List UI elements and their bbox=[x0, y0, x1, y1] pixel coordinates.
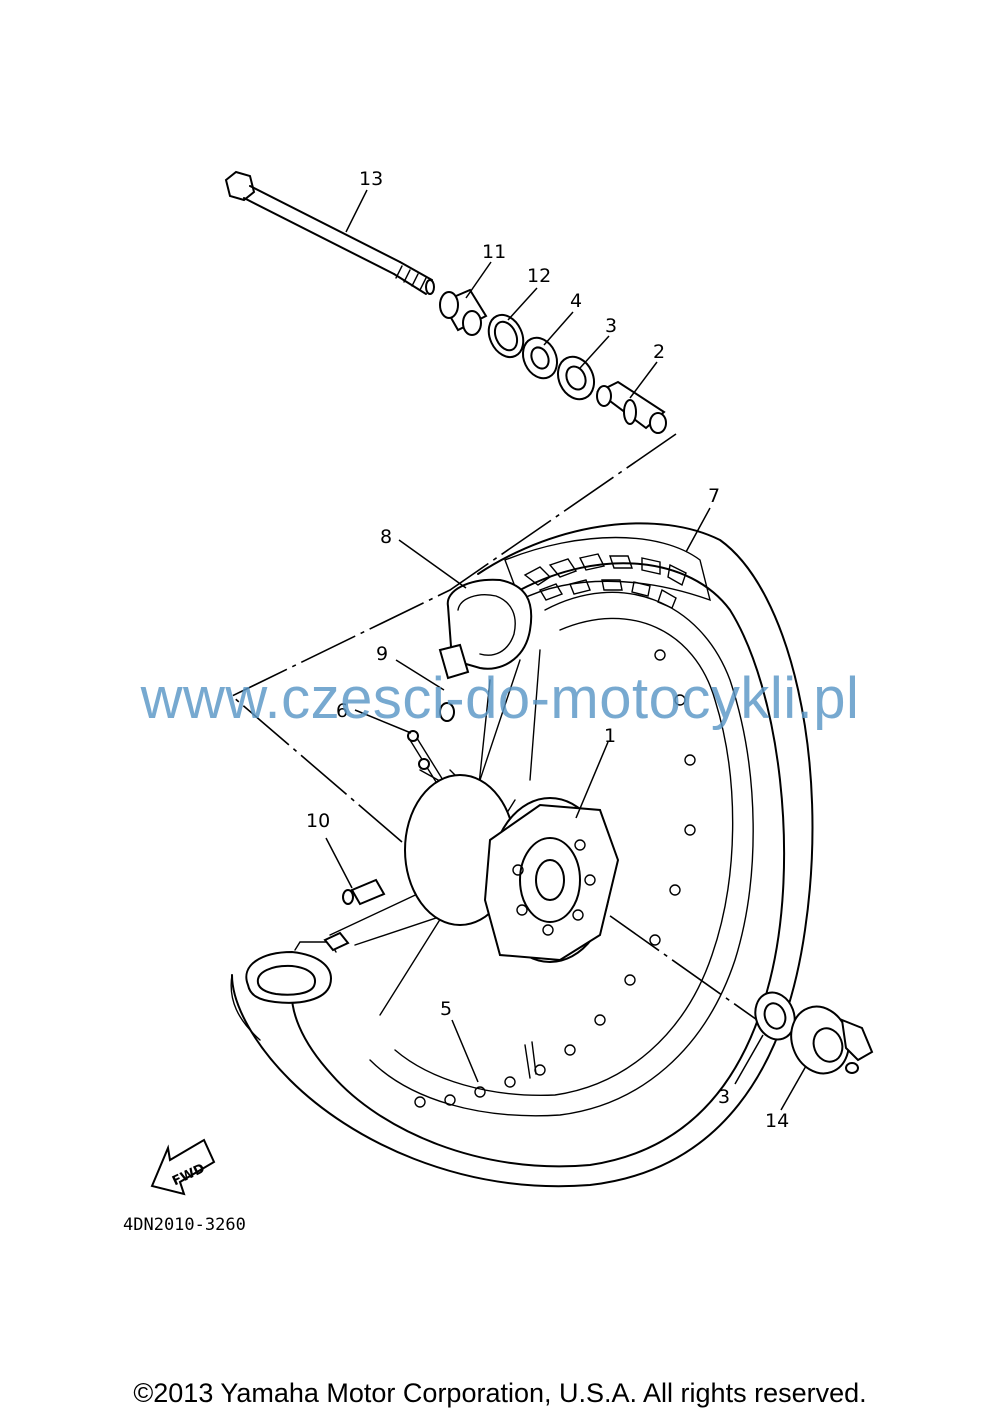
assembly-line-upper bbox=[230, 433, 677, 843]
gear-unit-part bbox=[790, 1005, 874, 1075]
diagram-code: 4DN2010-3260 bbox=[123, 1215, 246, 1235]
copyright: ©2013 Yamaha Motor Corporation, U.S.A. A… bbox=[133, 1378, 867, 1408]
callout-10: 10 bbox=[306, 810, 330, 832]
callout-14: 14 bbox=[765, 1110, 789, 1132]
collar-part bbox=[439, 288, 488, 336]
nipple-part bbox=[407, 730, 430, 770]
tire-part bbox=[230, 522, 814, 1188]
spacer-part bbox=[596, 380, 667, 434]
callout-1: 1 bbox=[604, 725, 616, 747]
callout-9: 9 bbox=[376, 643, 388, 665]
callout-8: 8 bbox=[380, 526, 392, 548]
spoke-end-part bbox=[323, 878, 386, 952]
axle-part bbox=[224, 170, 435, 295]
rim-band-lower bbox=[245, 941, 337, 1004]
spoke-nipples bbox=[414, 649, 696, 1108]
oil-seal-part bbox=[487, 313, 525, 359]
balancer-part bbox=[439, 702, 455, 722]
callout-13: 13 bbox=[359, 168, 383, 190]
callout-7: 7 bbox=[708, 485, 720, 507]
callout-11: 11 bbox=[482, 241, 506, 263]
fwd-arrow-icon bbox=[150, 1138, 216, 1196]
callout-6: 6 bbox=[336, 700, 348, 722]
rim-part bbox=[369, 591, 754, 1117]
bearing-upper-part bbox=[557, 355, 595, 401]
hub-part bbox=[404, 774, 620, 963]
callout-5: 5 bbox=[440, 998, 452, 1020]
leader-lines bbox=[325, 189, 807, 1111]
bearing-lower-part bbox=[754, 991, 796, 1041]
callout-3-upper: 3 bbox=[605, 315, 617, 337]
callout-4: 4 bbox=[570, 290, 582, 312]
watermark: www.czesci-do-motocykli.pl bbox=[140, 666, 860, 731]
callout-3-lower: 3 bbox=[718, 1086, 730, 1108]
callout-2: 2 bbox=[653, 341, 665, 363]
callout-12: 12 bbox=[527, 265, 551, 287]
bearing-part bbox=[521, 336, 559, 380]
rim-band-part bbox=[438, 578, 533, 680]
